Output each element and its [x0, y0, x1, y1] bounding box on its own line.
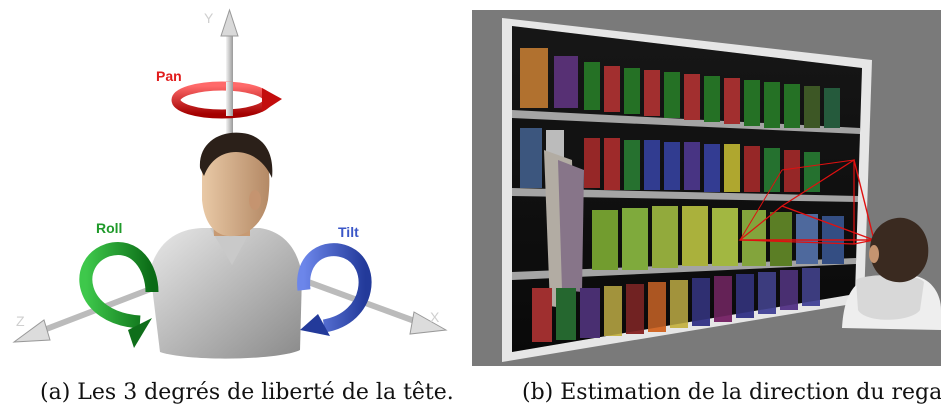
gaze-direction-lines [738, 158, 875, 245]
x-axis-label: X [430, 309, 440, 325]
gaze-estimation-figure [472, 10, 941, 366]
head-bust [150, 132, 302, 359]
z-axis-label: Z [16, 313, 25, 329]
pan-label: Pan [156, 68, 182, 84]
caption-a: (a) Les 3 degrés de liberté de la tête. [40, 380, 454, 405]
y-axis-label: Y [204, 10, 214, 26]
roll-rotation-arrow [79, 242, 159, 348]
roll-label: Roll [96, 220, 122, 236]
head-dof-figure: Y Pan Z X [0, 0, 470, 370]
products-row-1 [520, 48, 840, 128]
caption-b: (b) Estimation de la direction du regard… [522, 380, 941, 405]
pan-rotation-arrow [171, 81, 282, 119]
tilt-label: Tilt [338, 224, 359, 240]
products-row-4 [532, 268, 820, 342]
products-row-2 [520, 128, 820, 192]
observer-head [842, 217, 941, 330]
hanging-items [544, 150, 584, 310]
tilt-rotation-arrow [297, 243, 372, 336]
